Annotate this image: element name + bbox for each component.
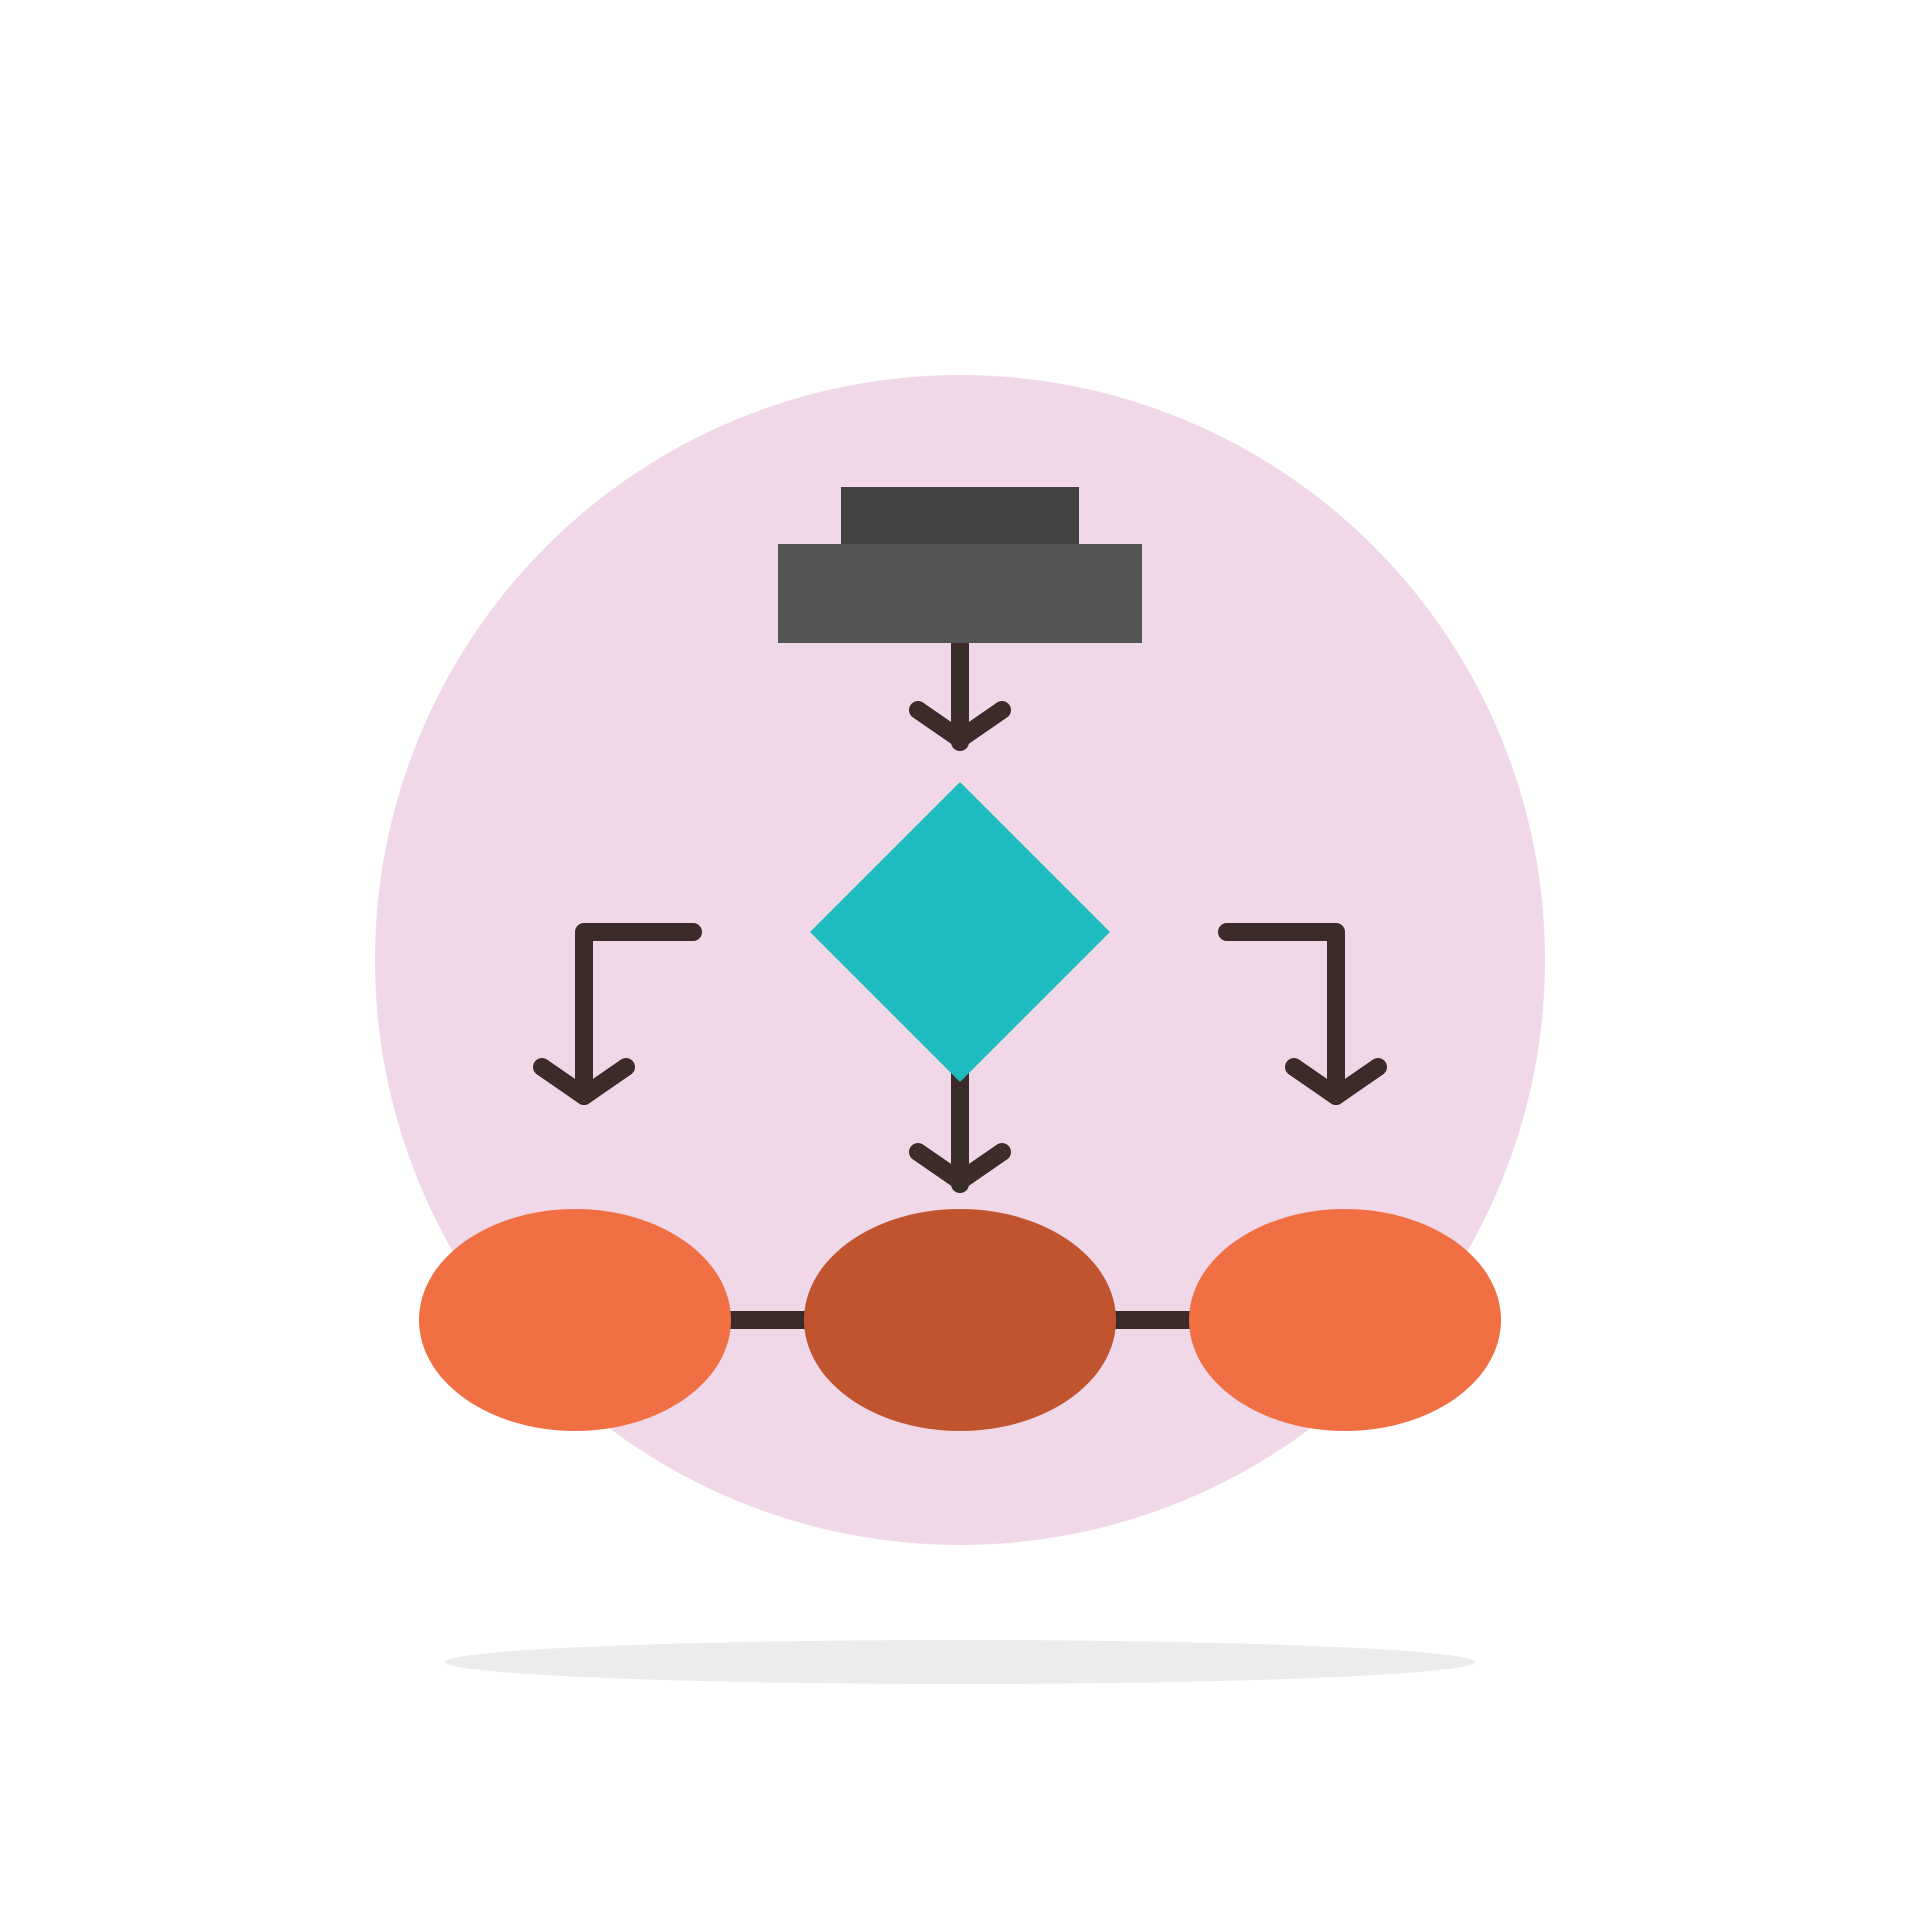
connectors [533, 631, 1387, 1193]
arrowhead-decision-to-right [1285, 1058, 1387, 1105]
decision-diamond [810, 782, 1110, 1082]
arrowhead-decision-to-left [533, 1058, 635, 1105]
left-terminal [419, 1209, 731, 1431]
connector-decision-to-left [575, 923, 702, 1105]
process-block [778, 487, 1142, 643]
right-terminal [1189, 1209, 1501, 1431]
arrowhead-decision-to-center [909, 1143, 1011, 1190]
process-block-bottom [778, 544, 1142, 643]
ground-shadow [445, 1640, 1475, 1684]
arrowhead-process-to-decision [909, 701, 1011, 748]
center-terminal [804, 1209, 1116, 1431]
process-block-top [841, 487, 1079, 547]
connector-decision-to-right [1218, 923, 1345, 1105]
